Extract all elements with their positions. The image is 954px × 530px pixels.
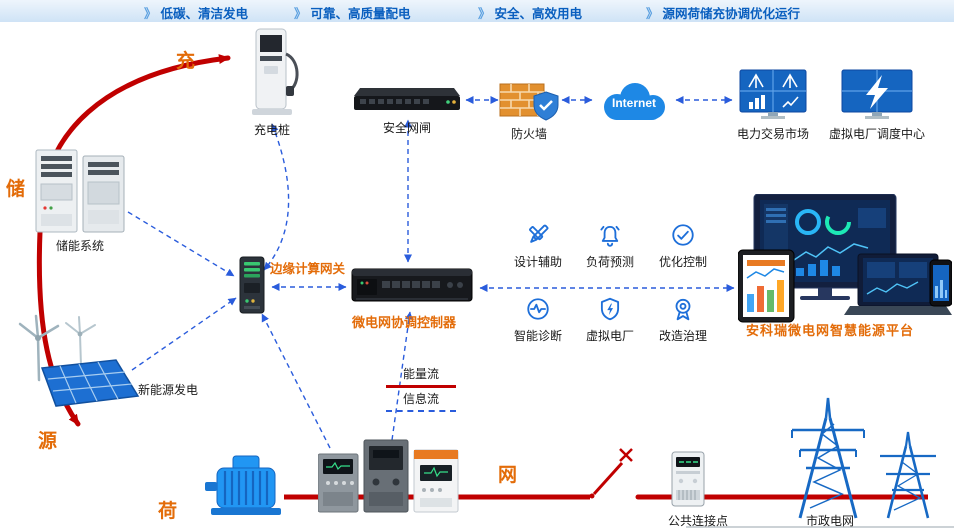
- kwh-meter-icon: [671, 451, 705, 507]
- storage-label: 储: [6, 179, 26, 200]
- internet-label: Internet: [611, 96, 656, 110]
- storage-cabinets-icon: [35, 149, 125, 233]
- legend: 能量流 信息流: [384, 365, 458, 414]
- info-flow-lines: [127, 96, 735, 449]
- power-meters-icon: [318, 439, 459, 513]
- banner-item-label: 源网荷储充协调优化运行: [662, 7, 801, 21]
- pcc-meter-node: [670, 450, 706, 508]
- banner-item: 》低碳、清洁发电: [144, 3, 248, 22]
- function-label: 优化控制: [658, 255, 707, 269]
- wind-solar-icon: [18, 314, 140, 407]
- platform-node: [738, 194, 952, 326]
- firewall-node: 防火墙: [498, 78, 560, 142]
- renewable-label: 新能源发电: [138, 383, 199, 397]
- cloud-icon: [604, 83, 665, 120]
- function-optimize-control: 优化控制: [645, 222, 721, 270]
- charging-pile-label: 充电桩: [253, 123, 290, 137]
- banner-item: 》源网荷储充协调优化运行: [646, 3, 800, 22]
- charging-pile-node: 充电桩: [240, 26, 304, 138]
- open-switch-x-icon: [619, 448, 633, 462]
- charge-label: 充: [176, 51, 196, 72]
- storage-system-label: 储能系统: [55, 239, 104, 253]
- charging-pile-icon: [252, 28, 299, 115]
- screen-lightning-icon: [841, 69, 913, 119]
- banner-item-label: 安全、高效用电: [494, 7, 583, 21]
- legend-energy-label: 能量流: [402, 367, 439, 381]
- storage-system-node: 储能系统: [34, 148, 126, 254]
- firewall-label: 防火墙: [510, 127, 547, 141]
- chevrons-icon: 》: [478, 7, 491, 21]
- medal-icon: [675, 298, 691, 321]
- motor-node: [203, 452, 288, 518]
- firewall-icon: [499, 83, 559, 121]
- platform-label: 安科瑞微电网智慧能源平台: [746, 323, 915, 338]
- load-label: 荷: [158, 501, 178, 522]
- top-banner: 》低碳、清洁发电 》可靠、高质量配电 》安全、高效用电 》源网荷储充协调优化运行: [0, 0, 954, 22]
- controller-node: [350, 265, 474, 305]
- edge-gateway-label: 边缘计算网关: [270, 262, 346, 276]
- function-load-forecast: 负荷预测: [572, 222, 648, 270]
- banner-item-label: 可靠、高质量配电: [310, 7, 411, 21]
- banner-item: 》安全、高效用电: [478, 3, 582, 22]
- motor-icon: [205, 455, 281, 515]
- chevrons-icon: 》: [294, 7, 307, 21]
- banner-item-label: 低碳、清洁发电: [160, 7, 249, 21]
- lightning-shield-icon: [600, 297, 620, 321]
- transmission-towers-icon: [791, 397, 936, 519]
- grid-label: 网: [498, 465, 518, 486]
- function-label: 虚拟电厂: [585, 329, 634, 343]
- security-gateway-node: 安全网闸: [350, 84, 464, 136]
- info-flow-line-sample: [386, 410, 456, 412]
- function-virtual-plant: 虚拟电厂: [572, 296, 648, 344]
- screen-wall-icon: [739, 69, 807, 119]
- controller-rack-icon: [351, 268, 473, 302]
- function-label: 负荷预测: [585, 255, 634, 269]
- check-gauge-icon: [672, 224, 694, 246]
- source-label: 源: [38, 431, 58, 452]
- banner-item: 》可靠、高质量配电: [294, 3, 411, 22]
- controller-label: 微电网协调控制器: [352, 315, 457, 330]
- function-smart-diagnosis: 智能诊断: [500, 296, 576, 344]
- alarm-bell-icon: [600, 225, 620, 247]
- pulse-icon: [527, 298, 549, 320]
- grid-towers-node: [780, 390, 950, 520]
- legend-info-label: 信息流: [402, 392, 439, 406]
- vpp-center-node: 虚拟电厂调度中心: [829, 68, 925, 142]
- internet-node: Internet: [595, 80, 673, 124]
- function-label: 改造治理: [658, 329, 707, 343]
- security-gateway-label: 安全网闸: [382, 121, 431, 135]
- edge-gateway-icon: [239, 256, 265, 314]
- function-design-assist: 设计辅助: [500, 222, 576, 270]
- pcc-label: 公共连接点: [667, 514, 728, 528]
- function-governance: 改造治理: [645, 296, 721, 344]
- chevrons-icon: 》: [646, 7, 659, 21]
- renewable-node: [8, 308, 143, 408]
- municipal-grid-label: 市政电网: [805, 514, 854, 528]
- energy-flow-line-sample: [386, 385, 456, 388]
- security-gateway-icon: [354, 88, 460, 110]
- edge-gateway-node: [237, 255, 267, 315]
- trading-market-node: 电力交易市场: [737, 68, 809, 142]
- meters-node: [318, 438, 460, 514]
- trading-market-label: 电力交易市场: [737, 127, 810, 141]
- design-tools-icon: [529, 224, 549, 243]
- function-label: 设计辅助: [513, 255, 562, 269]
- chevrons-icon: 》: [144, 7, 157, 21]
- platform-devices-icon: [738, 194, 952, 323]
- vpp-center-label: 虚拟电厂调度中心: [829, 127, 926, 141]
- function-label: 智能诊断: [513, 329, 562, 343]
